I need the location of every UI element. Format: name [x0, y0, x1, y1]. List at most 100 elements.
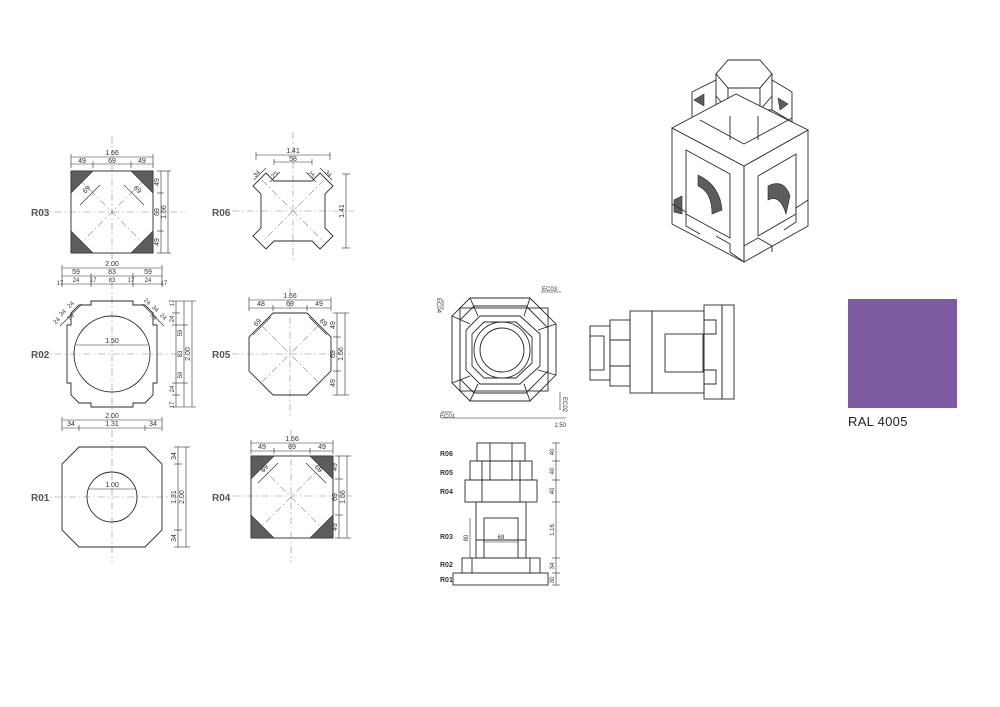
r05-diag-1: 69: [253, 318, 264, 329]
section-label-ec02: EC02: [561, 397, 567, 413]
front-elevation: 69 80 R06 R05 R04 R03 R02 R01 40 40 40 1…: [440, 442, 560, 586]
r03-right-2: 69: [154, 208, 161, 216]
front-inner-width: 69: [498, 535, 505, 541]
r02-cr-2: 34: [150, 305, 159, 314]
r02-row3-3: 17: [90, 278, 97, 284]
plan-r06: 1.41 58 34 25 25 34 1.41 R06: [212, 132, 354, 262]
r03-top-seg-1: 49: [78, 158, 86, 165]
r02-row3-7: 17: [161, 281, 168, 287]
r05-top-seg-1: 48: [257, 301, 265, 308]
r02-cl-4: 59: [67, 312, 76, 321]
front-level-r03: R03: [440, 534, 453, 541]
r02-top-total: 2.00: [105, 261, 119, 268]
r01-top-seg-2: 1.31: [105, 421, 119, 428]
r03-right-3: 49: [154, 238, 161, 246]
r01-right-1: 34: [171, 452, 178, 460]
ral-color-label: RAL 4005: [848, 414, 908, 429]
r02-cl-3: 24: [67, 300, 76, 309]
plan-r04: 1.66 49 69 49 69 69 49 69 49 1.66 R04: [212, 430, 352, 562]
color-swatch: [848, 299, 957, 408]
r02-right-4: 83: [178, 350, 184, 357]
r02-row3-6: 24: [145, 278, 152, 284]
r02-right-3: 59: [178, 329, 184, 336]
r04-diag-1: 69: [260, 464, 271, 475]
r04-right-total: 1.66: [340, 490, 347, 504]
r06-top-inner: 58: [289, 156, 297, 163]
isometric-view: [671, 59, 809, 263]
r05-right-1: 49: [330, 321, 337, 329]
r06-top-total: 1.41: [286, 148, 300, 155]
r02-right-1: 17: [170, 299, 176, 306]
r01-top-seg-1: 34: [67, 421, 75, 428]
r05-right-total: 1.66: [338, 347, 345, 361]
r02-cl-2: 34: [59, 308, 68, 317]
front-dim-5: 34: [550, 562, 556, 569]
r02-right-total: 2.00: [185, 347, 192, 361]
r03-top-seg-2: 69: [108, 158, 116, 165]
r05-right-2: 69: [330, 350, 337, 358]
r02-cr-3: 24: [158, 313, 167, 322]
r02-row2-1: 59: [72, 269, 80, 276]
front-level-r05: R05: [440, 470, 453, 477]
r02-label: R02: [31, 350, 50, 361]
section-plan: EC04 EC03 EC01 EC02 1:50: [435, 287, 567, 429]
r03-top-seg-3: 49: [138, 158, 146, 165]
r03-diag-2: 69: [132, 185, 143, 196]
plan-r05: 1.66 48 69 49 69 69 49 69 49 1.66 R05: [212, 288, 350, 418]
section-label-ec01: EC01: [440, 414, 456, 420]
r06-small-4: 34: [323, 170, 332, 179]
plan-r02: 1.50 2.00 59 83 59 17 24 17 83 17 24 17 …: [31, 261, 196, 420]
r03-label: R03: [31, 208, 50, 219]
r02-cl-1: 24: [53, 316, 62, 325]
r04-top-seg-2: 69: [288, 444, 296, 451]
r04-diag-2: 69: [313, 464, 324, 475]
r06-right-total: 1.41: [339, 204, 346, 218]
r02-right-5: 59: [178, 371, 184, 378]
section-scale: 1:50: [554, 423, 566, 429]
r02-row3-2: 24: [73, 278, 80, 284]
r05-right-3: 49: [330, 379, 337, 387]
plan-r03: 1.66 49 69 49 69 69 49 69 49 1.66 R03: [31, 136, 186, 262]
section-label-ec04: EC04: [435, 298, 441, 314]
r02-row2-3: 59: [144, 269, 152, 276]
r04-right-3: 49: [332, 523, 339, 531]
r02-circle: 1.50: [105, 338, 119, 345]
r04-top-seg-1: 49: [258, 444, 266, 451]
r06-small-1: 34: [253, 169, 262, 178]
r01-right-total: 2.00: [179, 490, 186, 504]
r05-top-total: 1.66: [283, 293, 297, 300]
r01-top-seg-3: 34: [149, 421, 157, 428]
r01-top-total: 2.00: [105, 413, 119, 420]
side-elevation: [589, 304, 735, 400]
front-level-r02: R02: [440, 562, 453, 569]
r02-row3-5: 17: [128, 278, 135, 284]
r04-right-1: 49: [332, 463, 339, 471]
r03-diag-1: 69: [82, 185, 93, 196]
r04-right-2: 69: [332, 493, 339, 501]
r04-top-total: 1.66: [285, 436, 299, 443]
r02-row3-4: 83: [109, 278, 116, 284]
r03-top-total: 1.66: [105, 150, 119, 157]
front-dim-4: 1.16: [550, 524, 556, 536]
front-inner-height: 80: [464, 534, 470, 541]
r03-right-total: 1.66: [161, 205, 168, 219]
r01-right-3: 34: [171, 534, 178, 542]
section-label-ec03: EC03: [542, 287, 558, 293]
front-dim-3: 40: [550, 487, 556, 494]
r05-top-seg-2: 69: [286, 301, 294, 308]
r06-small-2: 25: [271, 170, 280, 179]
r04-top-seg-3: 49: [318, 444, 326, 451]
r03-right-1: 49: [154, 178, 161, 186]
r05-top-seg-3: 49: [315, 301, 323, 308]
r01-right-2: 1.31: [171, 490, 178, 504]
front-level-r04: R04: [440, 489, 453, 496]
r02-row3-1: 17: [57, 281, 64, 287]
plan-r01: 1.00 2.00 34 1.31 34 34 1.31 34 2.00 R01: [31, 413, 190, 562]
r06-label: R06: [212, 208, 231, 219]
r05-label: R05: [212, 350, 231, 361]
r06-small-3: 25: [306, 171, 315, 180]
r02-right-2: 24: [170, 315, 176, 322]
r01-label: R01: [31, 493, 50, 504]
